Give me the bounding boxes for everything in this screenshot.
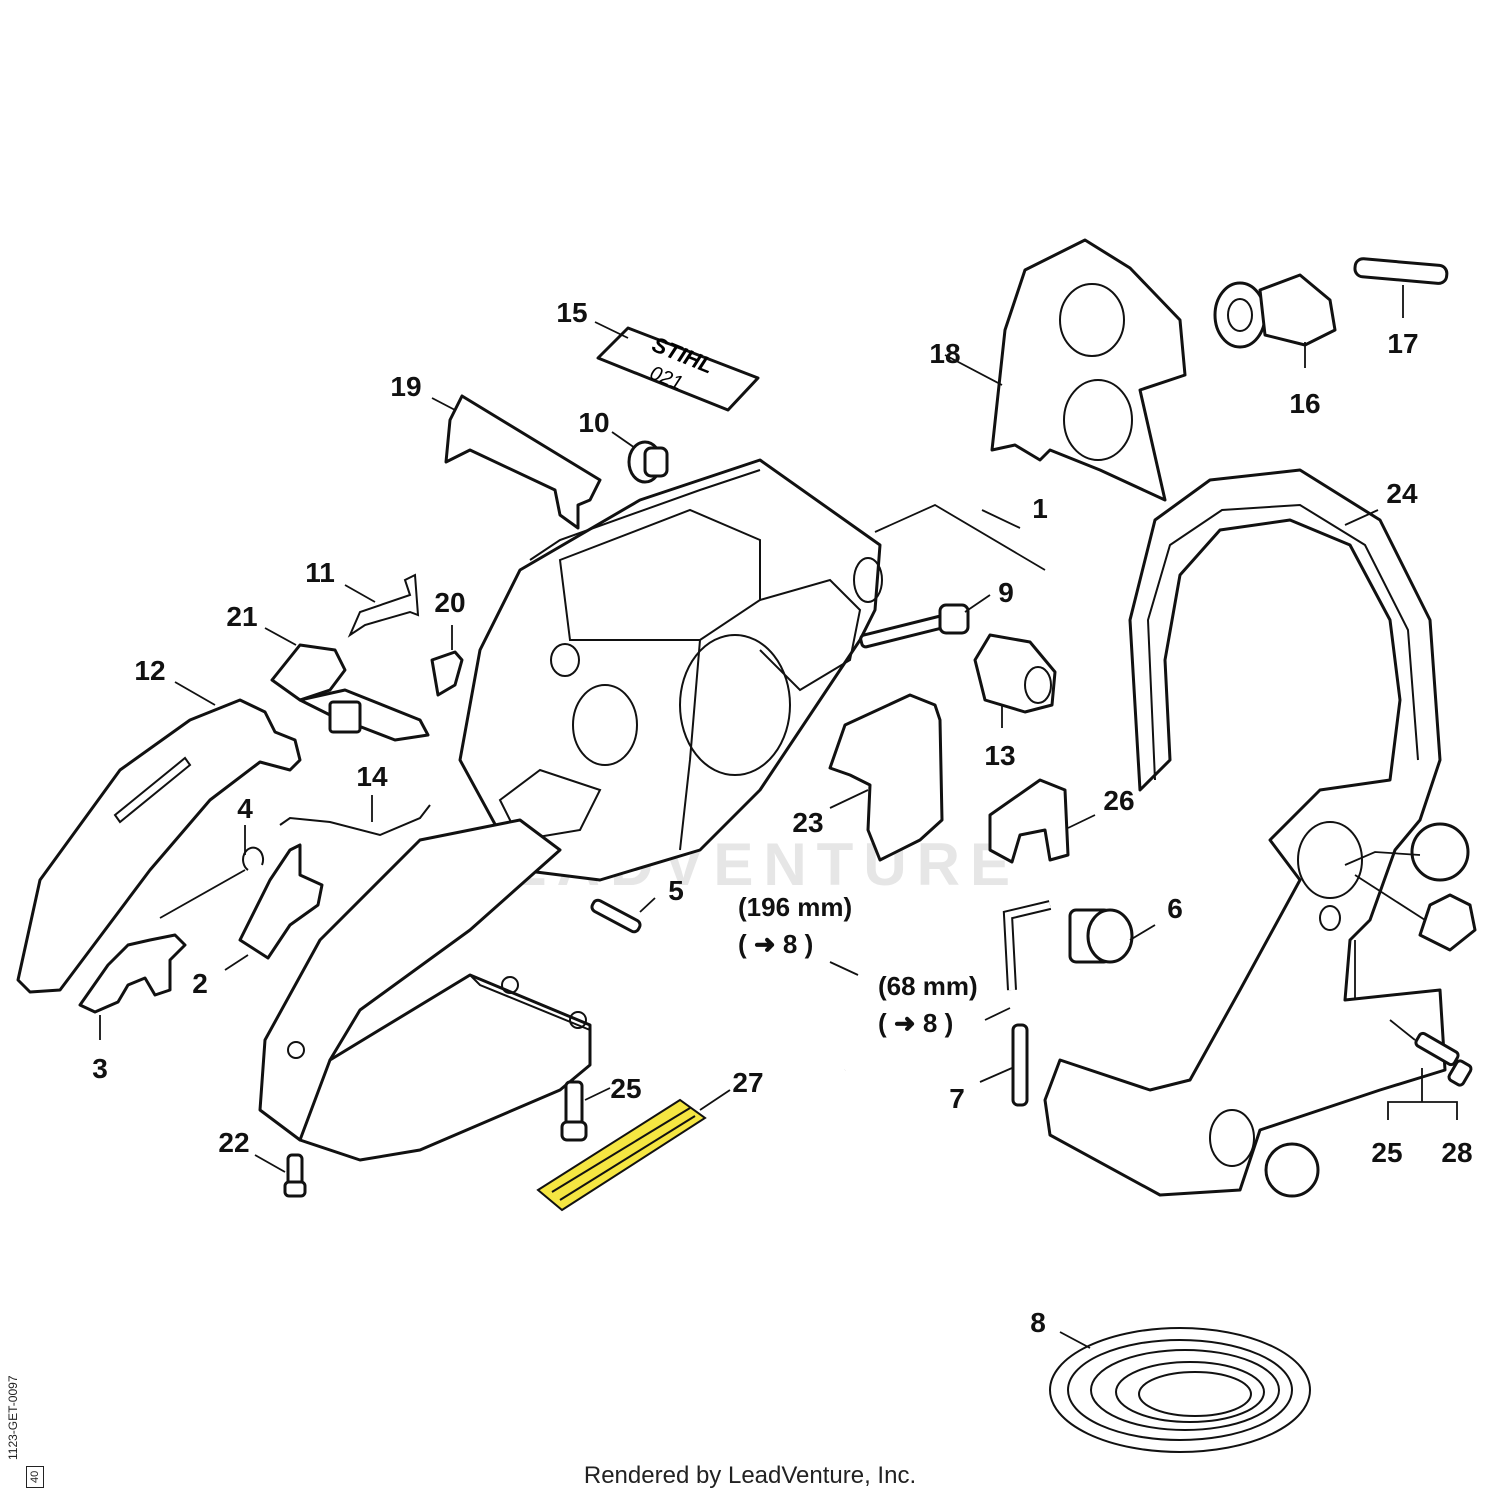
- rear-handle-body: [258, 818, 592, 1162]
- part-14-throttle-rod: [279, 804, 431, 837]
- hose-long-length-note: (196 mm): [738, 892, 852, 922]
- leader-lines: [99, 285, 1458, 1349]
- part-27-warning-label: [536, 1098, 707, 1212]
- part-20-clip: [430, 650, 464, 697]
- callout-2: 2: [192, 968, 208, 999]
- part-19-cover-strip: [444, 394, 602, 530]
- callout-14: 14: [356, 761, 388, 792]
- handle-plugs: [1264, 822, 1477, 1198]
- callout-15: 15: [556, 297, 587, 328]
- callout-3: 3: [92, 1053, 108, 1084]
- drawing-code: 1123-GET-0097: [6, 1375, 20, 1461]
- callout-20: 20: [434, 587, 465, 618]
- callout-18: 18: [929, 338, 960, 369]
- callout-26: 26: [1103, 785, 1134, 816]
- callout-4: 4: [237, 793, 253, 824]
- callout-16: 16: [1289, 388, 1320, 419]
- part-21-throttle-assembly: [270, 643, 430, 742]
- part-10-bushing: [627, 440, 669, 484]
- part-25-screw-right: [1414, 1031, 1473, 1087]
- part-12-handle-cover: [16, 698, 302, 994]
- callout-22: 22: [218, 1127, 249, 1158]
- callout-23: 23: [792, 807, 823, 838]
- part-4-circlip: [242, 846, 265, 871]
- callout-7: 7: [949, 1083, 965, 1114]
- part-1-main-housing: [458, 458, 883, 882]
- part-26-clip: [988, 778, 1070, 864]
- part-8-hose-coil: [1049, 1327, 1311, 1453]
- callout-21: 21: [226, 601, 257, 632]
- part-24-front-handle: [1043, 468, 1447, 1197]
- part-9-screw: [859, 603, 970, 649]
- callout-13: 13: [984, 740, 1015, 771]
- callout-12: 12: [134, 655, 165, 686]
- part-17-spring: [1353, 257, 1449, 285]
- callout-6: 6: [1167, 893, 1183, 924]
- part-5-pin: [590, 898, 642, 934]
- part-13-damper: [973, 633, 1057, 714]
- callout-8: 8: [1030, 1307, 1046, 1338]
- part-15-decal: STIHL 021: [596, 326, 760, 412]
- callout-27: 27: [732, 1067, 763, 1098]
- part-3-throttle-lever: [78, 933, 187, 1014]
- hose-short-length-note: (68 mm): [878, 971, 978, 1001]
- hose-long-ref-note: ( ➜ 8 ): [738, 929, 813, 959]
- part-18-cover: [990, 238, 1187, 502]
- callout-17: 17: [1387, 328, 1418, 359]
- callout-1: 1: [1032, 493, 1048, 524]
- callout-5: 5: [668, 875, 684, 906]
- callout-25-left: 25: [610, 1073, 641, 1104]
- callout-19: 19: [390, 371, 421, 402]
- part-25-screw: [560, 1080, 588, 1142]
- part-6-fuel-filter: [1068, 908, 1134, 964]
- callout-28: 28: [1441, 1137, 1472, 1168]
- part-16-bushing: [1213, 273, 1337, 349]
- callout-10: 10: [578, 407, 609, 438]
- callout-11: 11: [305, 557, 335, 588]
- part-23-bracket: [828, 693, 944, 862]
- callout-9: 9: [998, 577, 1014, 608]
- footer-credit: Rendered by LeadVenture, Inc.: [583, 1462, 917, 1489]
- hose-short-ref-note: ( ➜ 8 ): [878, 1008, 953, 1038]
- part-7-spring: [1011, 1023, 1029, 1107]
- callout-25-right: 25: [1371, 1137, 1402, 1168]
- part-2-lockout-lever: [238, 843, 324, 960]
- callout-24: 24: [1386, 478, 1418, 509]
- part-22-screw: [283, 1153, 307, 1198]
- part-11-spring-clip: [347, 573, 420, 638]
